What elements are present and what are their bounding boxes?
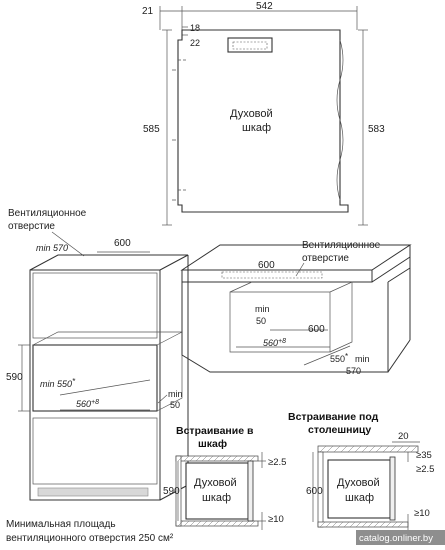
inset-cabinet-oven-2: шкаф <box>202 492 231 504</box>
inset-cabinet-title-1: Встраивание в <box>176 425 254 437</box>
inset-counter-oven-1: Духовой <box>337 477 380 489</box>
dim-min50-b: 50 <box>170 400 180 410</box>
counter-min50-b: 50 <box>256 316 266 326</box>
counter-dim-550: 550* <box>330 352 348 364</box>
inset-counter-title-2: столешницу <box>308 424 371 436</box>
dim-21: 21 <box>142 6 154 17</box>
inset-counter-title-1: Встраивание под <box>288 411 379 423</box>
counter-vent-line2: отверстие <box>302 253 349 264</box>
dim-min570: min 570 <box>36 243 68 253</box>
oven-label-line1: Духовой <box>230 108 273 120</box>
inset-counter-gap-bottom: ≥10 <box>414 508 430 519</box>
counter-min50-a: min <box>255 304 270 314</box>
inset-counter: Встраивание под столешницу 20 ≥35 ≥2.5 Д… <box>288 411 434 530</box>
vent-label-line2: отверстие <box>8 221 55 232</box>
inset-cabinet-gap-bottom: ≥10 <box>268 514 284 525</box>
inset-cabinet-oven-1: Духовой <box>194 477 237 489</box>
watermark-bg <box>356 530 445 545</box>
counter-dim-600-side: 600 <box>308 324 325 335</box>
oven-profile-view: 21 542 18 22 585 583 Духовой шкаф <box>142 1 385 226</box>
inset-counter-oven-2: шкаф <box>345 492 374 504</box>
counter-min570-a: min <box>355 354 370 364</box>
inset-counter-600: 600 <box>306 486 323 497</box>
inset-cabinet-gap-top: ≥2.5 <box>268 457 286 468</box>
dim-600: 600 <box>114 238 131 249</box>
counter-dim-560: 560+8 <box>263 338 286 348</box>
counter-dim-600-top: 600 <box>258 260 275 271</box>
inset-counter-gap-top: ≥2.5 <box>416 464 434 475</box>
oven-label-line2: шкаф <box>242 122 271 134</box>
dim-583: 583 <box>368 124 385 135</box>
dim-585: 585 <box>143 124 160 135</box>
dim-22: 22 <box>190 38 200 48</box>
dim-min50-a: min <box>168 389 183 399</box>
watermark-text: catalog.onliner.by <box>359 533 433 544</box>
tall-cabinet-view: Вентиляционное отверстие min 570 600 590… <box>6 208 189 544</box>
inset-cabinet-590: 590 <box>163 486 180 497</box>
inset-counter-gap35: ≥35 <box>416 450 432 461</box>
inset-counter-20: 20 <box>398 431 409 442</box>
dim-560: 560+8 <box>76 399 99 409</box>
dim-18: 18 <box>190 23 200 33</box>
dim-min550: min 550* <box>40 377 76 389</box>
vent-label-line1: Вентиляционное <box>8 208 87 219</box>
dim-542: 542 <box>256 1 273 12</box>
under-counter-view: Вентиляционное отверстие 600 min 50 600 … <box>180 240 412 376</box>
counter-min570-b: 570 <box>346 366 361 376</box>
min-area-line2: вентиляционного отверстия 250 см² <box>6 533 174 544</box>
inset-cabinet-title-2: шкаф <box>198 438 227 450</box>
dim-590: 590 <box>6 372 23 383</box>
min-area-line1: Минимальная площадь <box>6 519 116 530</box>
inset-cabinet: Встраивание в шкаф Духовой шкаф 590 ≥2.5… <box>163 425 286 530</box>
